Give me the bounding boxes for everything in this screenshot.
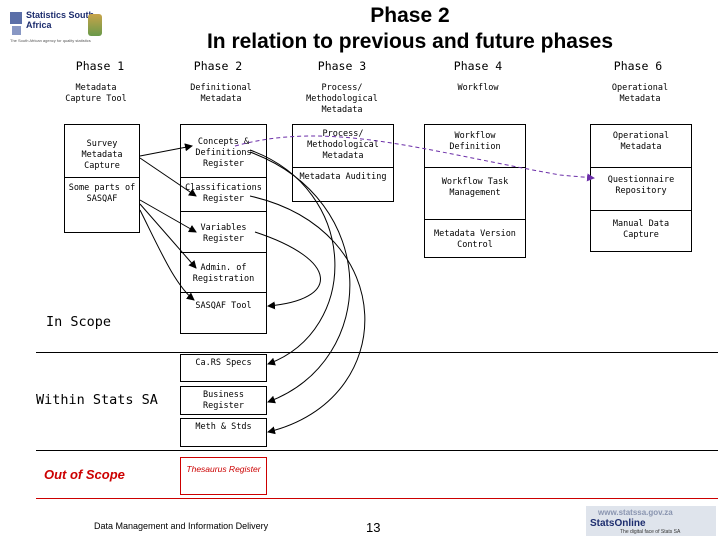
arrow-survey-to-classifications (139, 157, 197, 197)
page-subtitle: In relation to previous and future phase… (206, 30, 614, 53)
phase3-subheader: Process/ Methodological Metadata (306, 83, 378, 115)
phase4-box: Workflow Definition Workflow Task Manage… (424, 124, 526, 258)
phase4-item-workflow-definition: Workflow Definition (449, 131, 501, 152)
stats-sa-logo: Statistics South Africa The South Africa… (8, 8, 104, 48)
page-number: 13 (366, 520, 381, 535)
phase6-divider-1 (590, 167, 691, 168)
stats-online-tagline: The digital face of Stats SA (620, 529, 681, 535)
arrow-variables-to-meth (254, 231, 321, 310)
phase4-header: Phase 4 (453, 59, 503, 73)
within-stats-sa-label: Within Stats SA (36, 392, 158, 408)
arrow-concepts-to-business (249, 151, 351, 404)
logo-tagline: The South African agency for quality sta… (10, 38, 91, 43)
phase1-subheader: Metadata Capture Tool (65, 83, 127, 104)
phase1-item-sasqaf: Some parts of SASQAF (68, 183, 136, 204)
arrow-sasqaf-to-admin (139, 203, 197, 269)
phase1-box: Survey Metadata Capture Some parts of SA… (64, 124, 140, 233)
out-of-scope-separator (36, 498, 718, 499)
within-box-business: Business Register (180, 386, 267, 415)
phase3-header: Phase 3 (317, 59, 367, 73)
phase3-item-auditing: Metadata Auditing (299, 172, 387, 182)
within-item-business: Business Register (203, 390, 244, 411)
out-box-thesaurus: Thesaurus Register (180, 457, 267, 495)
phase2-divider-3 (180, 252, 266, 253)
phase2-item-admin-registration: Admin. of Registration (192, 263, 255, 284)
arrow-dashed-to-questionnaire (234, 135, 595, 182)
phase6-box: Operational Metadata Questionnaire Repos… (590, 124, 692, 252)
arrow-sasqaf-to-tool (139, 209, 195, 301)
phase1-item-survey-metadata: Survey Metadata Capture (81, 139, 123, 171)
out-of-scope-label: Out of Scope (44, 467, 125, 482)
stats-online-name: StatsOnline (590, 518, 646, 529)
phase2-item-classifications: Classifications Register (185, 183, 262, 204)
logo-square-small-icon (12, 26, 21, 35)
within-item-cars: Ca.RS Specs (195, 358, 252, 368)
arrow-sasqaf-to-variables (139, 199, 197, 233)
within-box-meth: Meth & Stds (180, 418, 267, 447)
within-separator (36, 450, 718, 451)
arrow-survey-to-concepts (139, 143, 193, 157)
logo-brand: Statistics South Africa (26, 10, 95, 30)
phase6-header: Phase 6 (613, 59, 663, 73)
phase1-divider (64, 177, 139, 178)
phase2-item-concepts: Concepts & Definitions Register (195, 137, 252, 169)
phase6-item-questionnaire: Questionnaire Repository (607, 175, 675, 196)
phase2-divider-1 (180, 177, 266, 178)
in-scope-label: In Scope (46, 314, 112, 330)
page-title: Phase 2 (370, 4, 450, 27)
within-box-cars: Ca.RS Specs (180, 354, 267, 382)
phase6-item-manual-capture: Manual Data Capture (612, 219, 670, 240)
phase2-item-variables: Variables Register (200, 223, 247, 244)
phase2-subheader: Definitional Metadata (190, 83, 252, 104)
out-item-thesaurus: Thesaurus Register (186, 464, 261, 474)
phase4-item-version-control: Metadata Version Control (434, 229, 516, 250)
arrow-concepts-to-cars (249, 149, 336, 366)
coat-of-arms-icon (88, 14, 102, 36)
phase2-header: Phase 2 (193, 59, 243, 73)
arrow-classifications-to-meth (249, 195, 366, 435)
phase6-item-operational: Operational Metadata (612, 131, 670, 152)
phase4-subheader: Workflow (457, 83, 499, 93)
in-scope-separator (36, 352, 718, 353)
phase6-subheader: Operational Metadata (611, 83, 669, 104)
logo-square-icon (10, 12, 22, 24)
phase6-divider-2 (590, 210, 691, 211)
phase2-item-sasqaf-tool: SASQAF Tool (195, 301, 252, 311)
phase2-divider-4 (180, 292, 266, 293)
footer-text: Data Management and Information Delivery (94, 521, 269, 531)
stats-online-url: www.statssa.gov.za (598, 508, 673, 517)
within-item-meth: Meth & Stds (195, 422, 252, 432)
phase3-box: Process/ Methodological Metadata Metadat… (292, 124, 394, 202)
phase1-header: Phase 1 (75, 59, 125, 73)
phase3-item-process: Process/ Methodological Metadata (307, 129, 379, 161)
phase2-divider-2 (180, 211, 266, 212)
stats-online-logo: www.statssa.gov.za StatsOnline The digit… (586, 506, 716, 536)
phase4-divider-2 (424, 219, 525, 220)
phase4-item-workflow-task: Workflow Task Management (441, 177, 509, 198)
phase4-divider-1 (424, 167, 525, 168)
phase3-divider (292, 167, 393, 168)
phase2-box: Concepts & Definitions Register Classifi… (180, 124, 267, 334)
